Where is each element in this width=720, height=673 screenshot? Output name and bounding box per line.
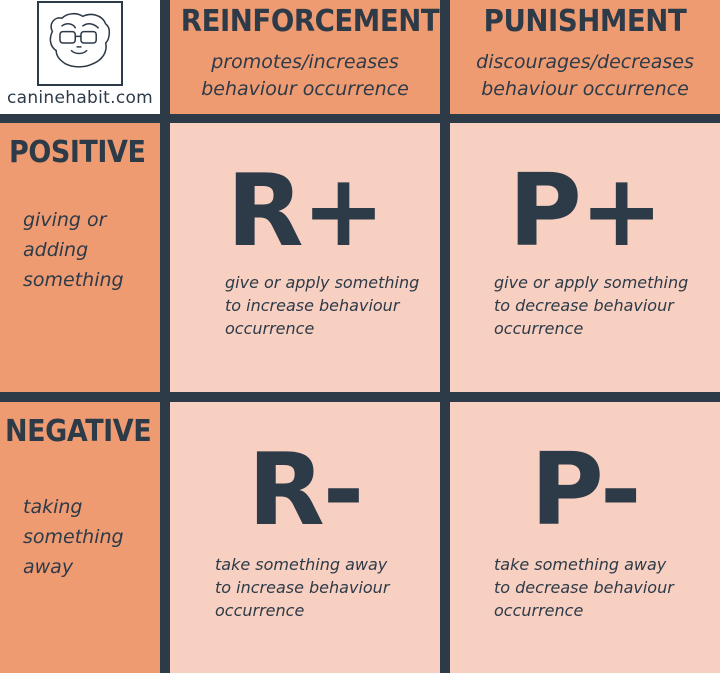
dog-face-icon — [37, 1, 123, 86]
negative-description-line: taking — [23, 496, 83, 518]
r-plus-description-line: to increase behaviour — [225, 296, 400, 315]
positive-description: giving or adding something — [23, 205, 124, 295]
p-plus-description-line: give or apply something — [494, 273, 689, 292]
positive-description-line: something — [23, 269, 124, 291]
r-minus-description-line: take something away — [215, 555, 388, 574]
negative-description-line: something — [23, 526, 124, 548]
cell-negative-punishment: P- take something away to decrease behav… — [450, 402, 720, 673]
reinforcement-subtitle-line: behaviour occurrence — [201, 78, 409, 100]
p-plus-description-line: occurrence — [494, 319, 584, 338]
reinforcement-subtitle-line: promotes/increases — [211, 51, 399, 73]
punishment-title: PUNISHMENT — [483, 4, 687, 39]
r-minus-description-line: to increase behaviour — [215, 578, 390, 597]
r-plus-description-line: give or apply something — [225, 273, 420, 292]
p-minus-symbol: P- — [530, 431, 641, 548]
negative-description-line: away — [23, 556, 74, 578]
header-punishment: PUNISHMENT discourages/decreases behavio… — [450, 0, 720, 114]
r-plus-description-line: occurrence — [225, 319, 315, 338]
negative-title: NEGATIVE — [5, 414, 152, 449]
r-plus-symbol: R+ — [226, 152, 386, 269]
logo-cell: caninehabit.com — [0, 0, 160, 114]
punishment-subtitle-line: discourages/decreases — [476, 51, 694, 73]
cell-positive-reinforcement: R+ give or apply something to increase b… — [170, 123, 440, 392]
header-reinforcement: REINFORCEMENT promotes/increases behavio… — [170, 0, 440, 114]
r-plus-description: give or apply something to increase beha… — [225, 271, 419, 340]
r-minus-description: take something away to increase behaviou… — [215, 553, 389, 622]
logo-text[interactable]: caninehabit.com — [6, 88, 154, 108]
r-minus-symbol: R- — [247, 431, 365, 548]
punishment-subtitle-line: behaviour occurrence — [481, 78, 689, 100]
r-minus-description-line: occurrence — [215, 601, 305, 620]
p-plus-description-line: to decrease behaviour — [494, 296, 674, 315]
p-plus-symbol: P+ — [508, 152, 663, 269]
cell-negative-reinforcement: R- take something away to increase behav… — [170, 402, 440, 673]
positive-description-line: giving or — [23, 209, 107, 231]
row-negative: NEGATIVE taking something away — [0, 402, 160, 673]
negative-description: taking something away — [23, 492, 124, 582]
row-positive: POSITIVE giving or adding something — [0, 123, 160, 392]
p-plus-description: give or apply something to decrease beha… — [494, 271, 688, 340]
positive-description-line: adding — [23, 239, 89, 261]
punishment-subtitle: discourages/decreases behaviour occurren… — [450, 49, 720, 103]
p-minus-description: take something away to decrease behaviou… — [494, 553, 674, 622]
p-minus-description-line: occurrence — [494, 601, 584, 620]
cell-positive-punishment: P+ give or apply something to decrease b… — [450, 123, 720, 392]
reinforcement-subtitle: promotes/increases behaviour occurrence — [170, 49, 440, 103]
positive-title: POSITIVE — [9, 135, 146, 170]
p-minus-description-line: to decrease behaviour — [494, 578, 674, 597]
p-minus-description-line: take something away — [494, 555, 667, 574]
reinforcement-title: REINFORCEMENT — [180, 4, 440, 39]
